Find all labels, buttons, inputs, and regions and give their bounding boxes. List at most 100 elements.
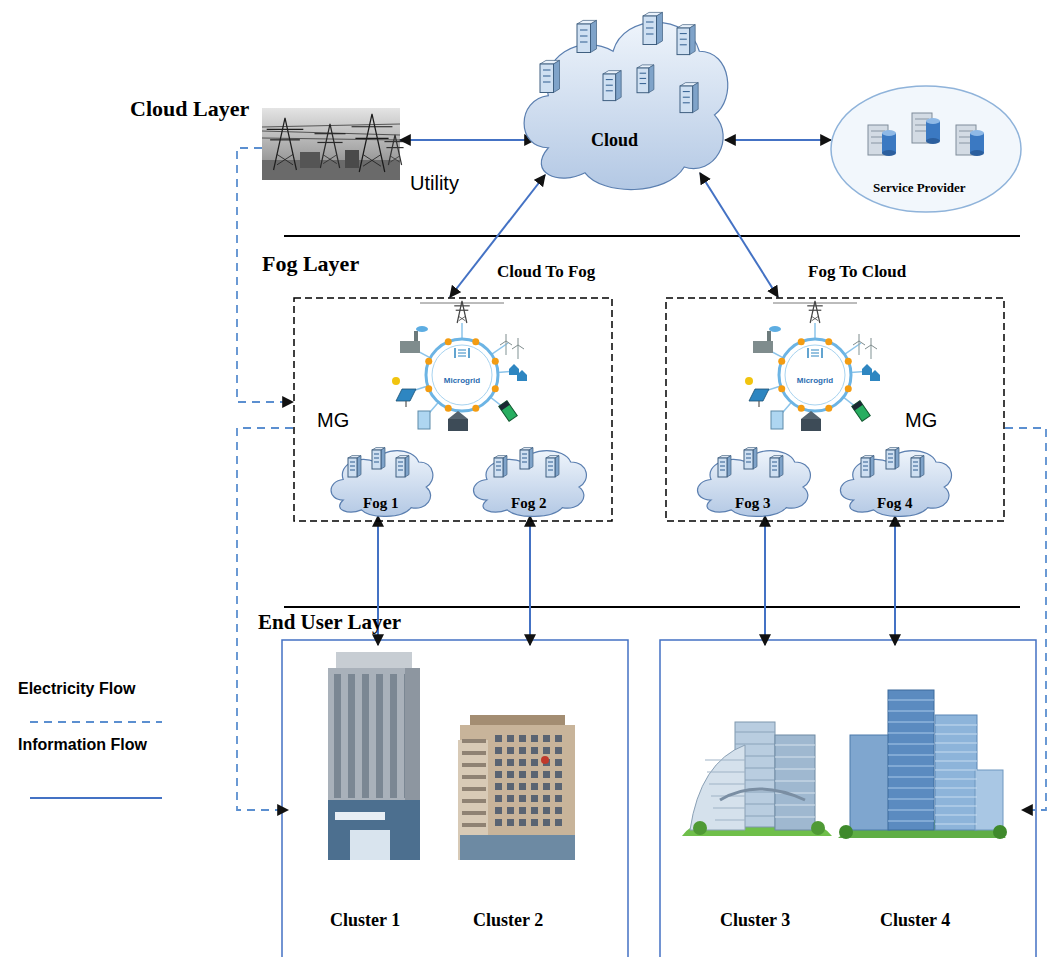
turbine-blade xyxy=(865,345,871,349)
transformer-symbol xyxy=(811,356,819,357)
floor-line xyxy=(775,805,815,806)
building-column xyxy=(390,674,397,798)
building-window xyxy=(555,759,562,766)
building-window xyxy=(495,771,502,778)
cluster-node: Cluster 4 xyxy=(835,645,1022,935)
plant-icon xyxy=(801,419,821,431)
grid-node-dot xyxy=(825,405,832,412)
server-slot xyxy=(746,458,751,459)
server-front xyxy=(911,458,920,477)
server-side xyxy=(727,456,731,477)
plant-icon xyxy=(448,419,468,431)
server-slot xyxy=(680,44,687,45)
battery-icon xyxy=(499,401,518,421)
power-wire xyxy=(262,131,400,135)
cluster-enclosure xyxy=(660,640,1036,957)
tree xyxy=(993,825,1007,839)
building-window xyxy=(531,759,538,766)
server-icon xyxy=(603,71,621,101)
building-window xyxy=(519,807,526,814)
floor-line xyxy=(735,744,775,745)
floor-line xyxy=(888,766,934,767)
edge-label: Cloud To Fog xyxy=(495,262,597,282)
server-front xyxy=(643,16,657,45)
floor-line xyxy=(707,772,745,773)
house-icon xyxy=(517,370,527,381)
server-slot xyxy=(640,73,647,74)
panel-stand xyxy=(758,401,759,407)
substation-box xyxy=(345,150,359,168)
server-side xyxy=(405,456,409,477)
server-slot xyxy=(580,30,588,31)
server-side xyxy=(357,456,361,477)
building-window xyxy=(495,735,502,742)
legend-item: Information Flow xyxy=(18,736,147,754)
server-icon xyxy=(546,456,559,477)
microgrid-box: MGFog 1Fog 2 xyxy=(293,297,613,522)
solar-panel xyxy=(396,389,416,401)
legend-line xyxy=(30,797,162,799)
server-slot xyxy=(683,91,690,92)
floor-line xyxy=(935,806,977,807)
building-window xyxy=(531,735,538,742)
microgrid-caption-holder: Microgrid xyxy=(432,369,492,387)
building-window xyxy=(519,795,526,802)
turbine-pole xyxy=(870,345,871,359)
cloud-node-outline xyxy=(515,2,737,197)
transformer-symbol xyxy=(811,353,819,354)
building-window xyxy=(507,807,514,814)
server-front xyxy=(348,458,357,477)
floor-line xyxy=(888,733,934,734)
server-slot xyxy=(640,83,647,84)
building-window xyxy=(495,819,502,826)
grid-node-dot xyxy=(825,338,832,345)
building-window xyxy=(531,795,538,802)
floor-line xyxy=(888,755,934,756)
microgrid-border xyxy=(294,298,612,521)
server-front xyxy=(540,64,554,93)
floor-line xyxy=(888,821,934,822)
transformer-symbol xyxy=(811,350,819,351)
legend-line xyxy=(30,721,162,723)
building-window xyxy=(543,795,550,802)
information-connector xyxy=(764,516,766,645)
server-icon xyxy=(577,20,597,52)
smoke-puff xyxy=(416,326,428,332)
building-window xyxy=(519,819,526,826)
microgrid-illustration xyxy=(392,301,527,431)
grid-node-dot xyxy=(845,385,852,392)
pylon-brace xyxy=(323,155,337,164)
layer-label: End User Layer xyxy=(258,610,401,634)
server-side xyxy=(554,60,560,92)
server-front xyxy=(680,86,693,113)
server-slot xyxy=(683,97,690,98)
database-top xyxy=(882,130,896,136)
floor-line xyxy=(935,779,977,780)
pylon-arm xyxy=(267,129,304,130)
node-label: Cloud xyxy=(591,130,638,151)
server-slot xyxy=(772,462,777,463)
server-side xyxy=(779,456,783,477)
floor-line xyxy=(775,817,815,818)
photo-ground xyxy=(262,108,400,180)
cluster-node: Cluster 3 xyxy=(680,645,835,935)
building-window xyxy=(462,739,486,743)
building-illustration xyxy=(838,690,1007,839)
pylon-leg xyxy=(810,301,820,323)
building-window xyxy=(555,807,562,814)
layer-label-holder: Cloud Layer xyxy=(130,96,249,121)
node-label: Fog 2 xyxy=(511,495,546,512)
floor-line xyxy=(705,760,745,761)
server-icon xyxy=(770,456,783,477)
floor-line xyxy=(888,799,934,800)
node-label: Fog 4 xyxy=(877,495,912,512)
substation-box xyxy=(300,152,320,168)
building-window xyxy=(507,759,514,766)
pylon-leg xyxy=(457,301,467,323)
pylon-leg xyxy=(388,135,401,165)
building-window xyxy=(519,747,526,754)
layer-separator xyxy=(284,606,1020,608)
pylon-brace xyxy=(390,156,399,162)
pylon-brace xyxy=(363,155,381,167)
battery-cap xyxy=(499,401,510,411)
